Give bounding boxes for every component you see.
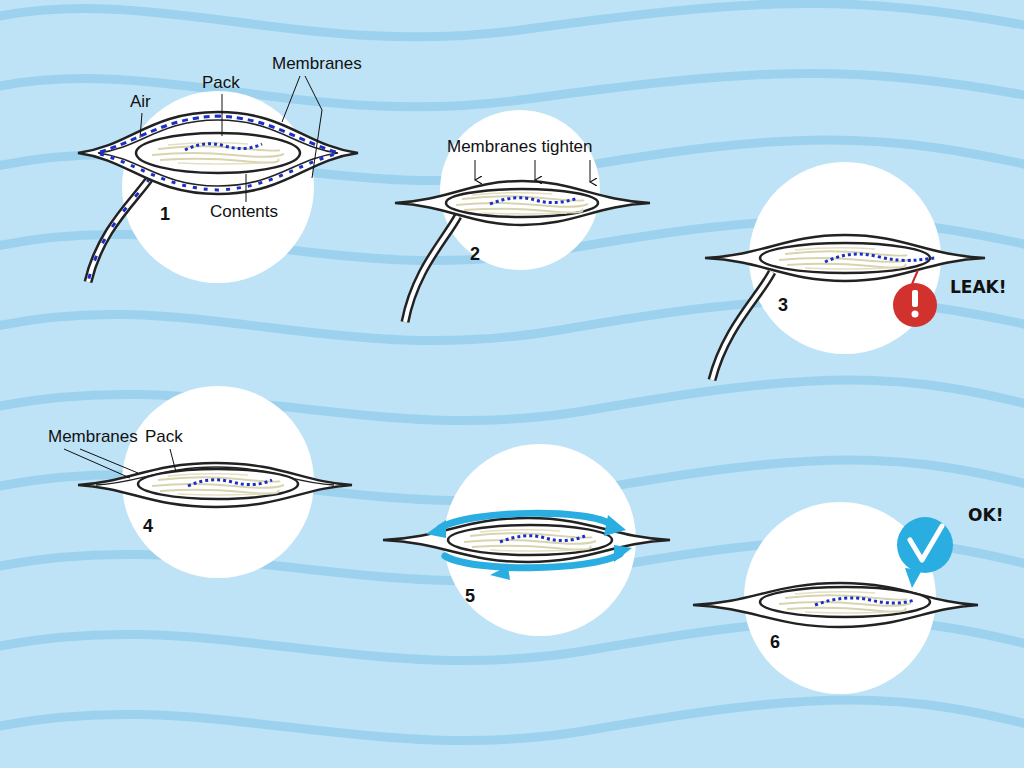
- status-label: LEAK!: [950, 278, 1007, 297]
- part-label: Contents: [210, 203, 278, 222]
- pack-panel-6: [693, 517, 978, 627]
- part-label: Membranes: [272, 55, 362, 74]
- wave-stripes: [0, 4, 1024, 741]
- part-label: Membranes tighten: [447, 138, 593, 157]
- part-label: Pack: [202, 74, 240, 93]
- part-label: Membranes: [48, 428, 138, 447]
- pack-panel-2: [395, 160, 650, 322]
- pack-panel-4: [64, 449, 352, 507]
- callout-number: 3: [778, 296, 788, 316]
- callout-number: 6: [770, 633, 780, 653]
- status-label: OK!: [968, 506, 1003, 525]
- rotation-arrows: [440, 513, 620, 567]
- callout-number: 5: [465, 587, 475, 607]
- warning-icon: [893, 283, 937, 327]
- pack-panel-3: [705, 235, 985, 380]
- pack-panel-5: [383, 513, 670, 580]
- callout-number: 4: [143, 517, 153, 537]
- pack-panel-1: [78, 76, 358, 282]
- part-label: Air: [130, 93, 151, 112]
- ok-check-bubble: [897, 517, 953, 588]
- callout-number: 1: [160, 205, 170, 225]
- callout-number: 2: [470, 245, 480, 265]
- part-label: Pack: [145, 428, 183, 447]
